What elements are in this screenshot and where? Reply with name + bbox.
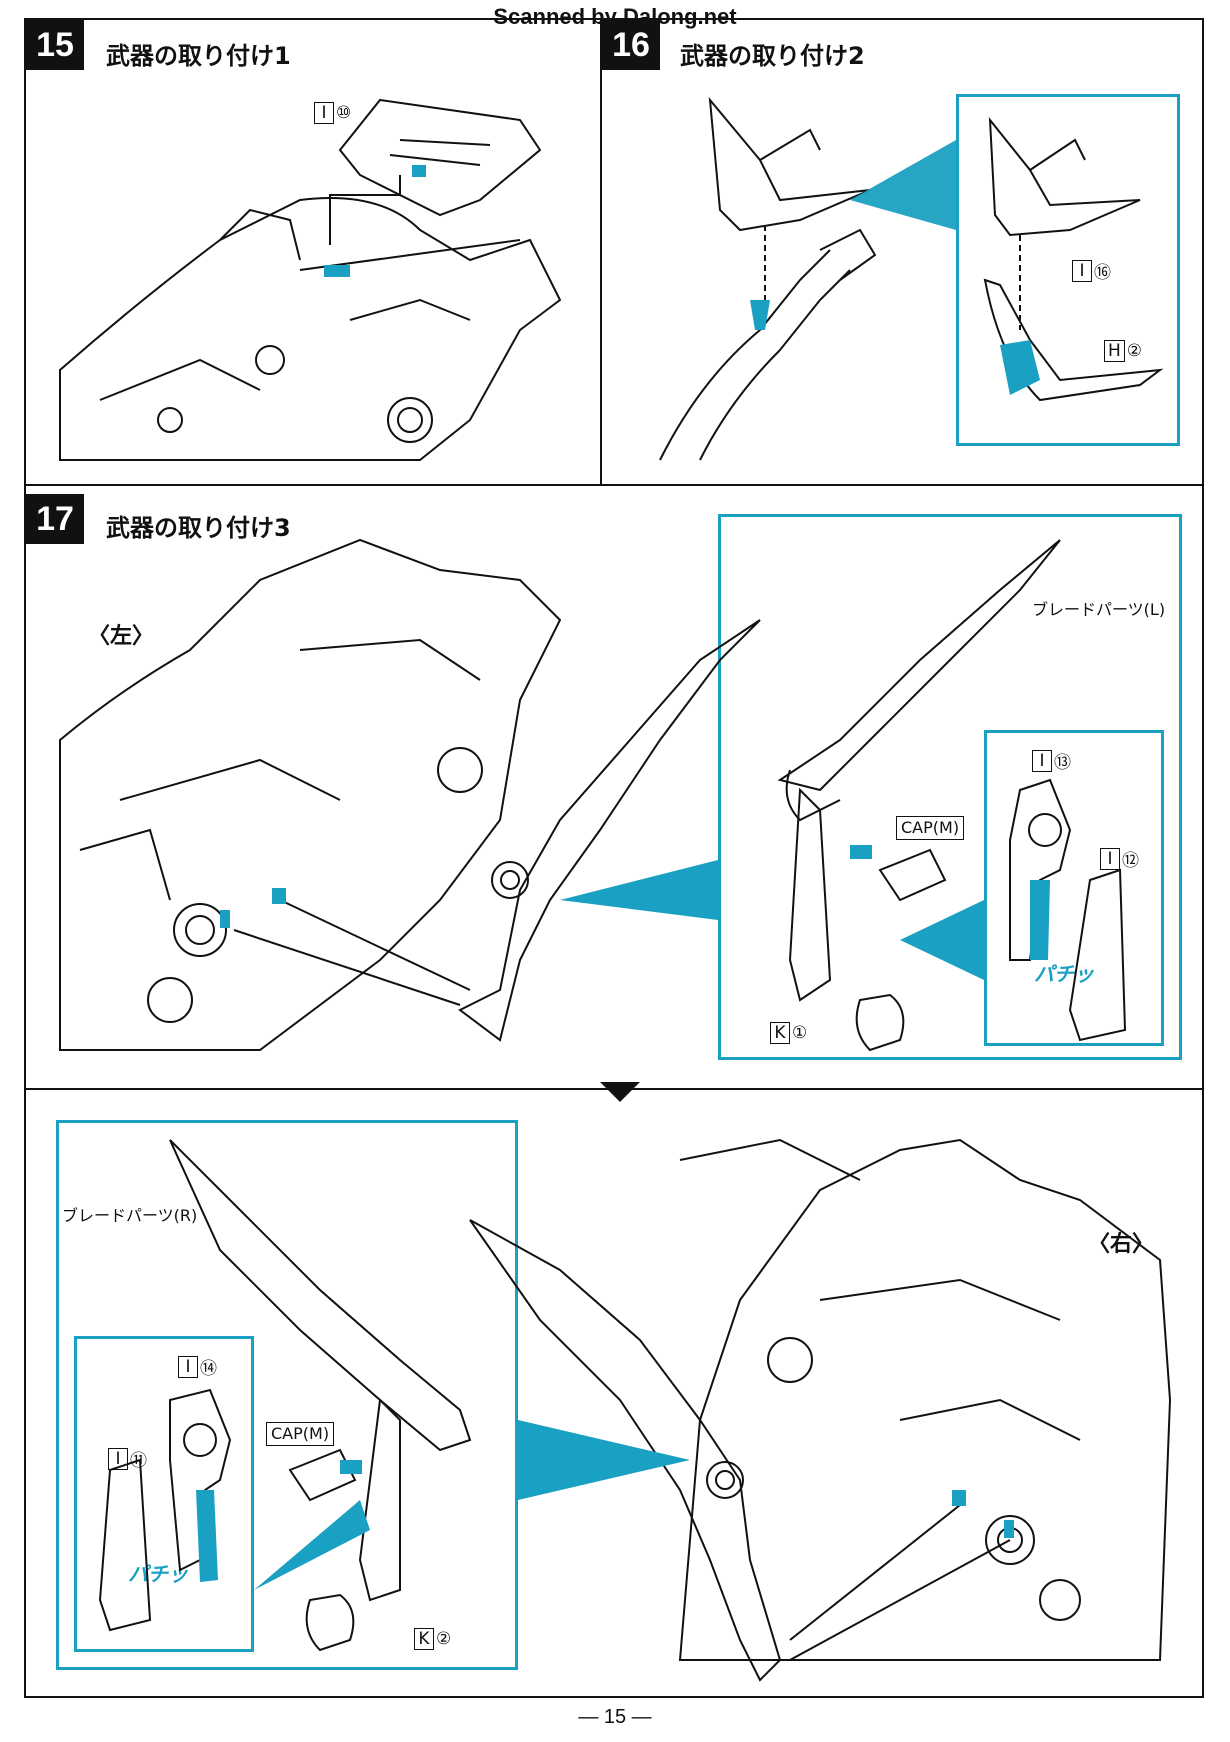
step-17-number: 17: [26, 494, 84, 544]
fin-illustration: [708, 96, 871, 232]
part-tag-i16: I ⑯: [1072, 258, 1111, 283]
snap-part-left-illustration: [1009, 778, 1127, 1042]
divider-top: [24, 484, 1204, 486]
part-tag-k2: K ②: [414, 1628, 451, 1650]
part-sheet: I: [1032, 749, 1052, 772]
blade-left-illustration: [458, 619, 761, 1042]
left-detail-inset: [718, 514, 1182, 1060]
part-tag-i10: I ⑩: [314, 102, 351, 124]
divider-vertical: [600, 18, 602, 485]
part-tag-i12: I ⑫: [1100, 846, 1139, 871]
step-17-left-body-illustration: [59, 538, 562, 1051]
snap-text-left: パチッ: [1034, 962, 1094, 986]
part-tag-i14: I ⑭: [178, 1354, 217, 1379]
part-number: ②: [1126, 341, 1143, 361]
step-15-number: 15: [26, 20, 84, 70]
part-number: ⑩: [336, 103, 352, 123]
step-15-title: 武器の取り付け1: [106, 42, 291, 70]
part-sheet: H: [1104, 340, 1125, 362]
right-detail-inset: [56, 1120, 518, 1670]
blade-label-right: ブレードパーツ(R): [62, 1206, 198, 1225]
blade-left-detail-illustration: [777, 539, 1061, 1052]
part-sheet: I: [1072, 259, 1092, 282]
part-sheet: I: [1100, 847, 1120, 870]
part-sheet: K: [414, 1628, 434, 1650]
part-number: ⑫: [1122, 851, 1139, 871]
part-tag-i13: I ⑬: [1032, 748, 1071, 773]
part-number: ⑯: [1094, 263, 1111, 283]
part-number: ⑬: [1054, 753, 1071, 773]
step-17-title: 武器の取り付け3: [106, 514, 291, 542]
cap-label-left: CAP(M): [896, 816, 965, 840]
step-16-tail-illustration: [659, 228, 877, 461]
blade-right-illustration: [469, 1219, 782, 1682]
step-16-title: 武器の取り付け2: [680, 42, 865, 70]
part-sheet: K: [770, 1022, 790, 1044]
part-number: ①: [792, 1023, 808, 1043]
part-sheet: I: [314, 102, 334, 124]
left-snap-inset: [984, 730, 1164, 1046]
armor-piece-illustration: [338, 98, 542, 217]
part-sheet: I: [178, 1355, 198, 1378]
cap-label-right: CAP(M): [266, 1422, 335, 1446]
right-snap-inset: [74, 1336, 254, 1652]
right-side-label: 〈右〉: [1088, 1232, 1155, 1257]
step-15-body-illustration: [59, 197, 562, 461]
part-number: ②: [436, 1629, 452, 1649]
page-frame: [24, 18, 1204, 1698]
page-number: — 15 —: [578, 1706, 652, 1728]
snap-text-right: パチッ: [128, 1562, 188, 1586]
part-sheet: I: [108, 1447, 128, 1470]
blade-label-left: ブレードパーツ(L): [1032, 600, 1166, 619]
part-tag-h2: H ②: [1104, 340, 1142, 362]
step-17-right-body-illustration: [678, 1138, 1172, 1661]
step-16-detail-inset: [956, 94, 1180, 446]
left-side-label: 〈左〉: [88, 624, 155, 649]
step-16-number: 16: [602, 20, 660, 70]
part-tag-k1: K ①: [770, 1022, 807, 1044]
part-number: ⑭: [200, 1359, 217, 1379]
